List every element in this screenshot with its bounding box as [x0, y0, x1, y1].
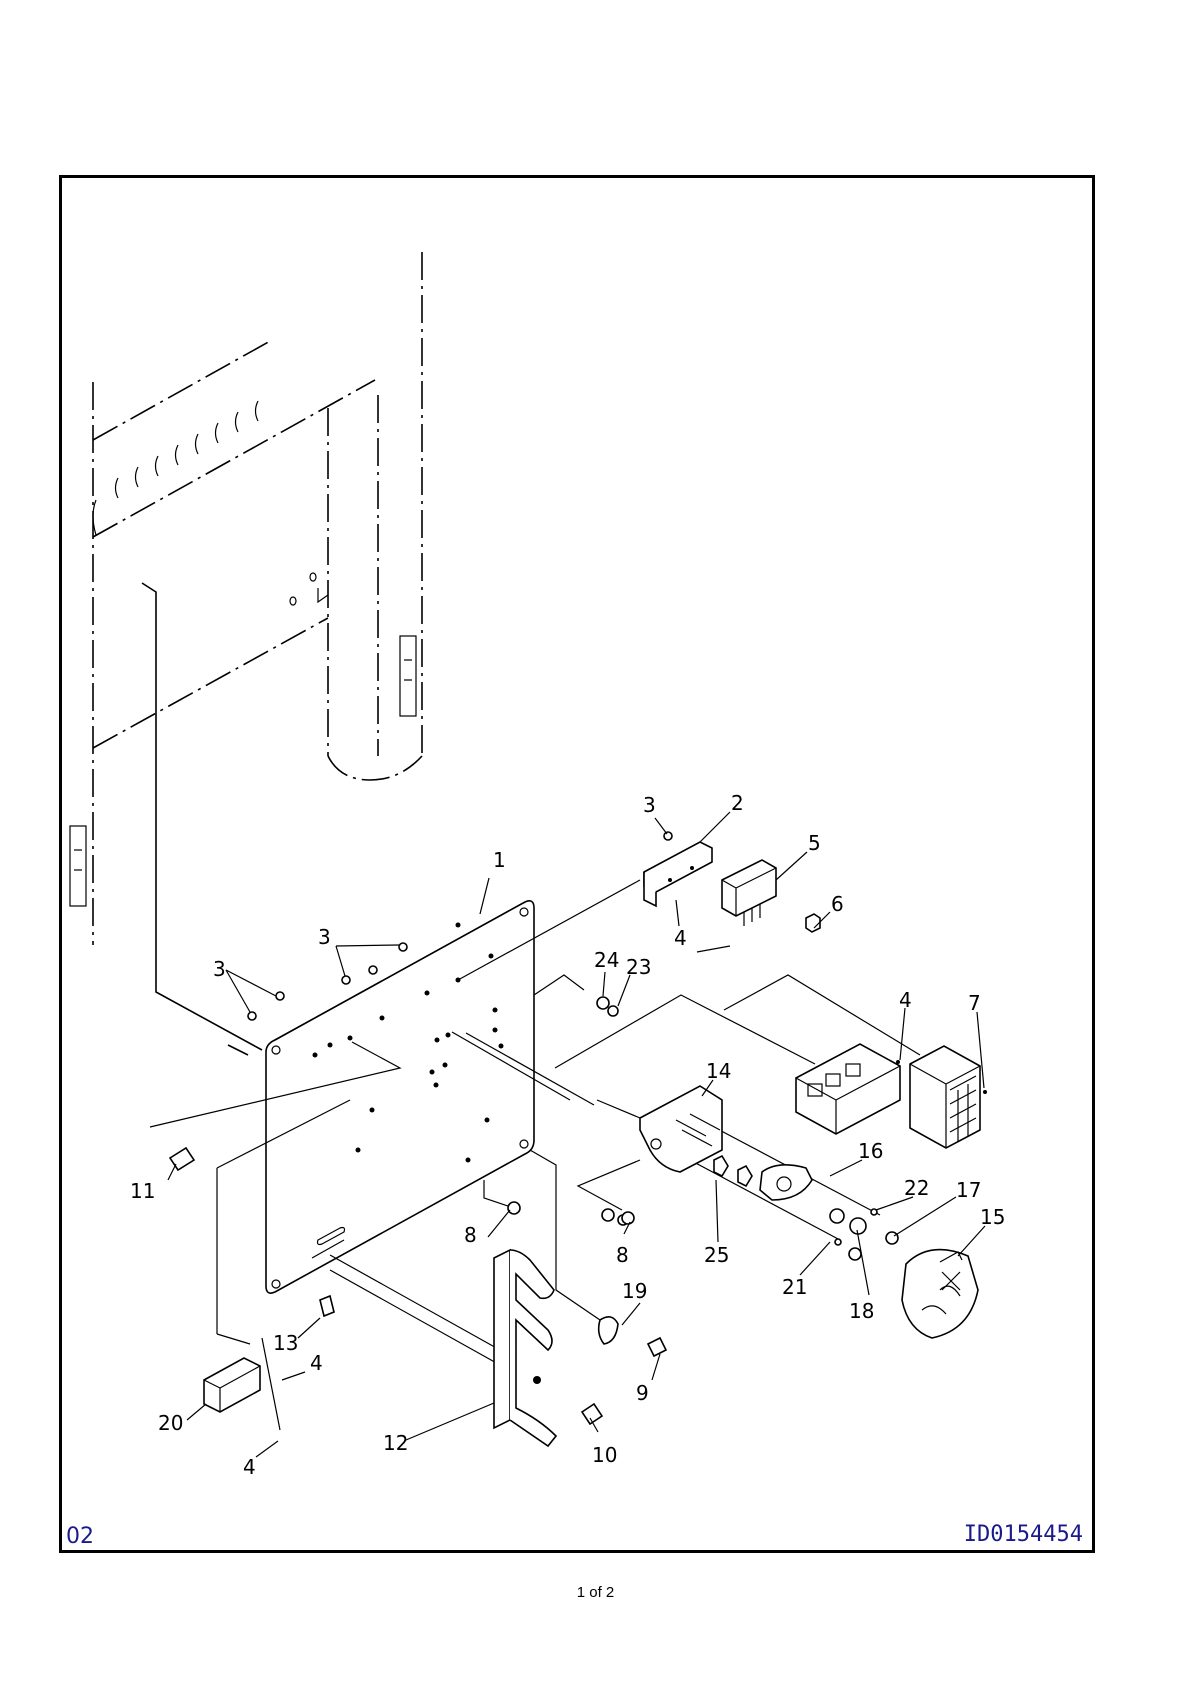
callout-13: 13	[273, 1331, 298, 1355]
callout-19: 19	[622, 1279, 647, 1303]
callout-8: 8	[616, 1243, 629, 1267]
callout-6: 6	[831, 892, 844, 916]
callout-3: 3	[643, 793, 656, 817]
callout-20: 20	[158, 1411, 183, 1435]
fuse-box-assembly	[796, 1044, 987, 1148]
callout-labels: 1 2 3 5 6 4 3 3 24 23 4 7 14 16 22 17 15…	[130, 791, 1005, 1479]
callout-4: 4	[674, 926, 687, 950]
callout-8: 8	[464, 1223, 477, 1247]
callout-16: 16	[858, 1139, 883, 1163]
callout-24: 24	[594, 948, 619, 972]
callout-17: 17	[956, 1178, 981, 1202]
callout-11: 11	[130, 1179, 155, 1203]
callout-3: 3	[213, 957, 226, 981]
callout-15: 15	[980, 1205, 1005, 1229]
callout-3: 3	[318, 925, 331, 949]
callout-5: 5	[808, 831, 821, 855]
callout-10: 10	[592, 1443, 617, 1467]
callout-21: 21	[782, 1275, 807, 1299]
drawing-id: ID0154454	[964, 1522, 1083, 1547]
callout-4: 4	[899, 988, 912, 1012]
callout-12: 12	[383, 1431, 408, 1455]
callout-23: 23	[626, 955, 651, 979]
callout-7: 7	[968, 991, 981, 1015]
callout-4: 4	[243, 1455, 256, 1479]
cab-structure-phantom	[70, 252, 422, 1055]
mounting-bracket	[494, 1250, 556, 1446]
callout-18: 18	[849, 1299, 874, 1323]
callout-14: 14	[706, 1059, 731, 1083]
callout-2: 2	[731, 791, 744, 815]
callout-4: 4	[310, 1351, 323, 1375]
callout-22: 22	[904, 1176, 929, 1200]
callout-1: 1	[493, 848, 506, 872]
callout-25: 25	[704, 1243, 729, 1267]
bracket-and-relay	[644, 842, 820, 932]
figure-code: 02	[66, 1524, 94, 1549]
callout-9: 9	[636, 1381, 649, 1405]
page-indicator: 1 of 2	[0, 1584, 1191, 1601]
